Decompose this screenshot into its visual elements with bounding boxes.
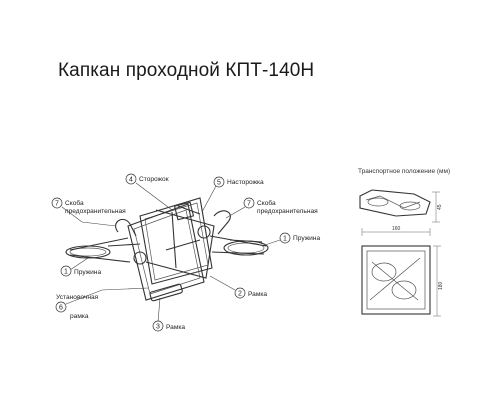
callout-spring-right: 1 Пружина	[261, 232, 320, 247]
callout-number: 1	[283, 236, 287, 243]
callout-number: 3	[156, 324, 160, 331]
transport-top-view: 160 180	[361, 226, 444, 317]
callout-number: 6	[59, 305, 63, 312]
callout-label: Насторожка	[227, 179, 264, 186]
callout-label: предохранительная	[257, 208, 318, 215]
transport-side-view: 45	[359, 189, 443, 223]
top-height-dim: 180	[438, 281, 444, 290]
right-spring	[209, 235, 269, 256]
callout-label: Пружина	[293, 235, 320, 242]
callout-label: Скоба	[257, 199, 276, 207]
trap-drawing	[65, 197, 269, 302]
callout-number: 4	[129, 177, 133, 184]
diagram-title: Капкан проходной КПТ-140Н	[58, 60, 315, 81]
callout-label: Скоба	[65, 199, 84, 207]
callout-number: 1	[64, 269, 68, 276]
callout-safety-clip-left: 7 Скоба предохранительная	[51, 197, 126, 227]
side-height-dim: 45	[437, 204, 443, 210]
callout-label: Пружина	[74, 269, 101, 276]
transport-position-label: Транспортное положение (мм)	[358, 168, 451, 175]
callout-trigger: 5 Насторожка	[201, 176, 264, 213]
callout-spring-left: 1 Пружина	[60, 257, 101, 277]
trap-frames	[115, 197, 231, 302]
callout-frame-2: 2 Рамка	[209, 275, 267, 299]
callout-number: 7	[55, 201, 59, 208]
callout-label: Рамка	[166, 324, 185, 331]
callout-setting-frame: 6 Установочная рамка	[55, 287, 149, 320]
callout-number: 5	[217, 180, 221, 187]
callout-number: 7	[247, 201, 251, 208]
callout-label: Рамка	[248, 291, 267, 298]
callout-number: 2	[238, 291, 242, 298]
callout-label: Сторожок	[139, 176, 169, 183]
callout-label: Установочная	[56, 294, 99, 301]
callout-frame-3: 3 Рамка	[152, 297, 185, 332]
callout-label: рамка	[70, 313, 89, 320]
left-spring	[65, 237, 141, 263]
top-width-dim: 160	[392, 226, 401, 232]
callout-safety-clip-right: 7 Скоба предохранительная	[225, 197, 318, 219]
callout-catch: 4 Сторожок	[125, 173, 173, 211]
callout-label: предохранительная	[65, 208, 126, 215]
